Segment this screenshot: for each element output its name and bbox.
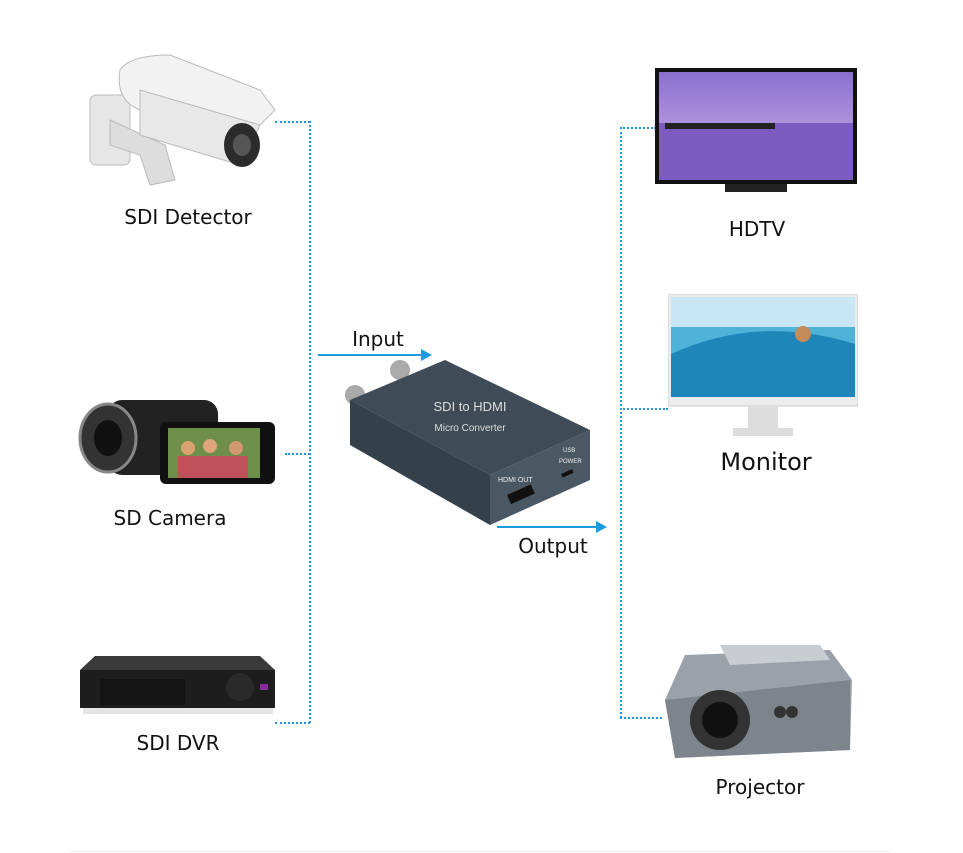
connector-line bbox=[275, 121, 310, 123]
hdmi-port bbox=[507, 484, 535, 505]
output-label: HDTV bbox=[728, 217, 786, 241]
output-flow-label: Output bbox=[518, 534, 588, 558]
input-label: SD Camera bbox=[113, 506, 227, 530]
converter-title: SDI to HDMI bbox=[434, 399, 507, 414]
connector-line bbox=[275, 722, 310, 724]
usb-port bbox=[561, 469, 574, 478]
monitor-icon bbox=[668, 294, 858, 436]
connector-line bbox=[620, 127, 656, 129]
input-label: SDI DVR bbox=[136, 731, 220, 755]
input-arrow bbox=[318, 349, 432, 361]
output-label: Projector bbox=[715, 775, 805, 799]
usb-port-label: USB bbox=[563, 448, 575, 454]
security-camera-icon bbox=[89, 54, 276, 186]
connector-line bbox=[620, 717, 662, 719]
connector-line bbox=[285, 453, 310, 455]
connector-line bbox=[620, 408, 668, 410]
output-arrow bbox=[497, 521, 607, 533]
usb-port-label: POWER bbox=[559, 459, 582, 465]
sdi-to-hdmi-converter: SDI to HDMI Micro Converter HDMI OUT USB… bbox=[345, 360, 590, 525]
converter-subtitle: Micro Converter bbox=[434, 423, 506, 434]
divider bbox=[70, 851, 890, 852]
input-flow-label: Input bbox=[352, 327, 404, 351]
input-bus-line bbox=[309, 121, 311, 723]
input-label: SDI Detector bbox=[124, 205, 252, 229]
hdmi-port-label: HDMI OUT bbox=[498, 477, 533, 484]
output-label: Monitor bbox=[720, 448, 812, 476]
tv-icon bbox=[655, 68, 857, 192]
dvr-icon bbox=[80, 656, 275, 714]
camcorder-icon bbox=[78, 400, 275, 484]
output-bus-line bbox=[620, 127, 622, 718]
projector-icon bbox=[665, 645, 852, 758]
